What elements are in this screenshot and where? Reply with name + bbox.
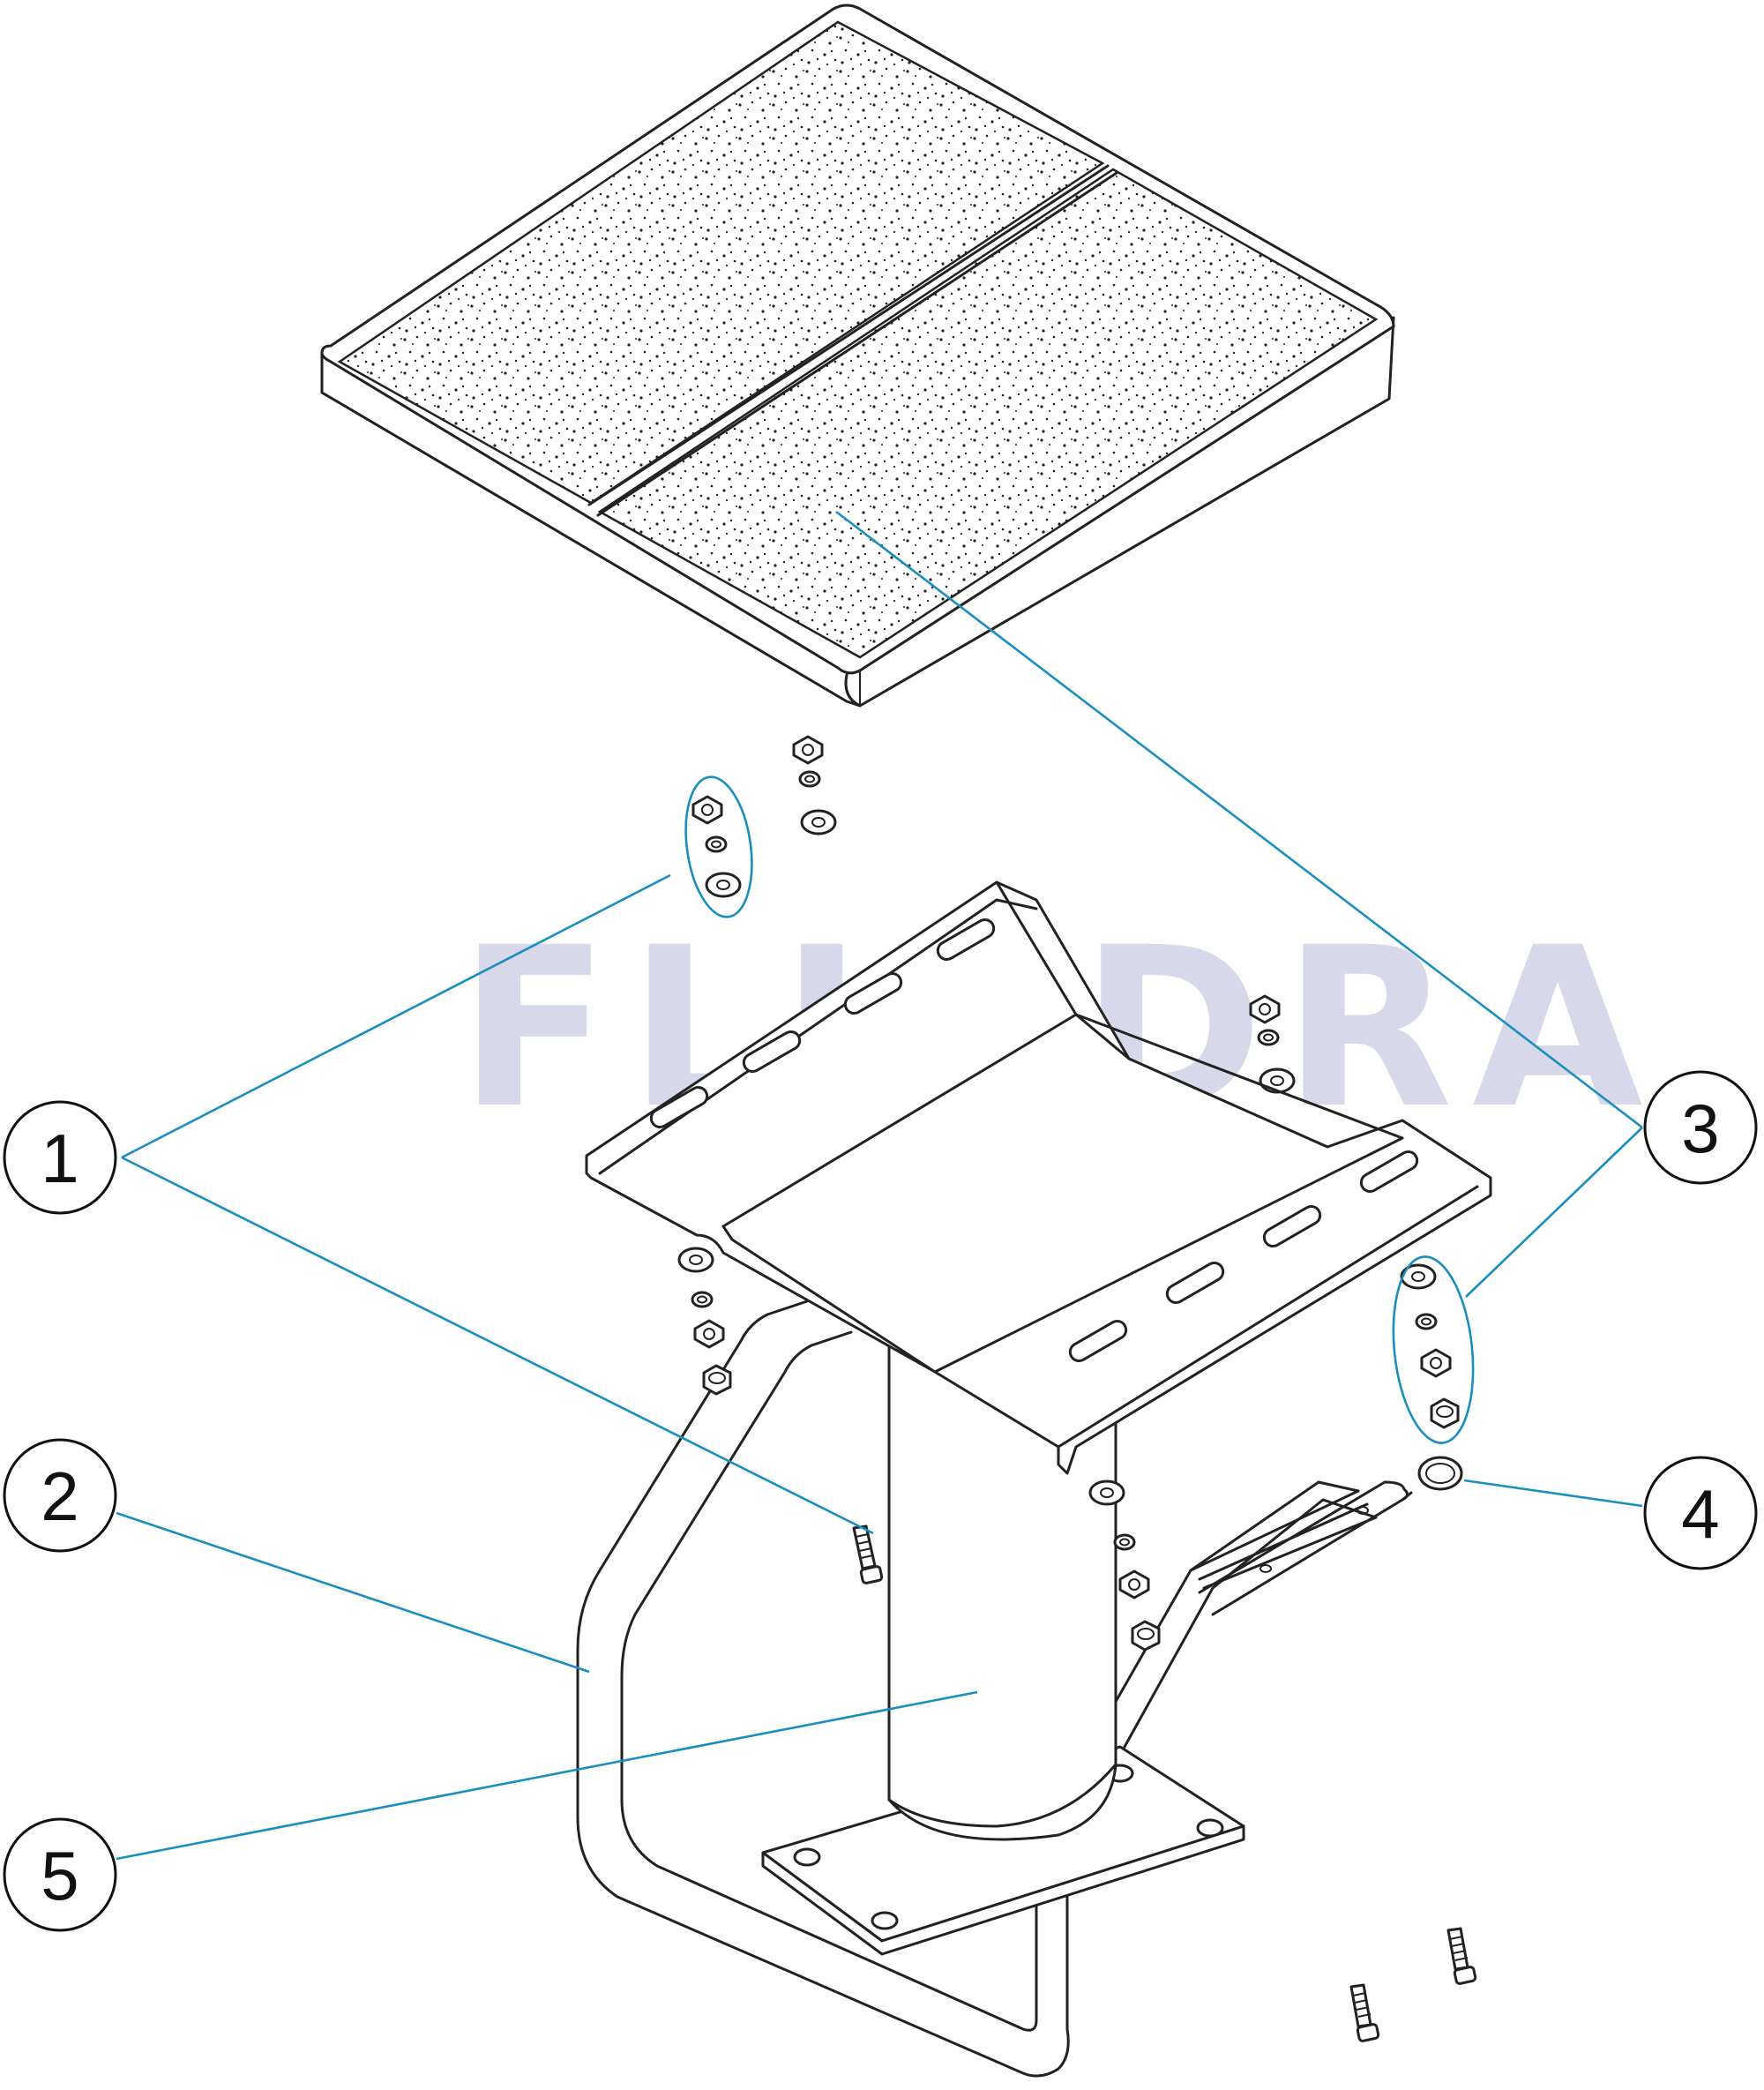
hardware-lower-right [1400,1263,1460,1429]
group-ellipse-3 [1392,1255,1475,1444]
hardware-lower-left [677,1247,732,1396]
frame-right-arm [1198,1480,1413,1616]
callout-2: 2 [3,1438,117,1553]
callout-3-label: 3 [1681,1090,1719,1167]
hardware-upper-right-a [1249,994,1296,1094]
callout-1-label: 1 [41,1120,78,1197]
callout-5-label: 5 [41,1837,78,1914]
callout-3: 3 [1643,1070,1758,1185]
end-cap [1417,1456,1463,1491]
mounting-bracket [585,880,1492,1475]
callout-4-label: 4 [1681,1475,1719,1553]
callout-5: 5 [3,1817,117,1932]
callout-1: 1 [3,1100,117,1215]
leader-lines [116,510,1643,1861]
step-tread [320,4,1395,708]
callout-2-label: 2 [41,1457,78,1535]
callout-4: 4 [1643,1456,1758,1570]
bolt-lower-right-a [1446,1927,1477,1985]
center-column [887,1344,1117,1841]
hardware-upper-center [792,735,837,835]
hardware-upper-left [691,795,742,898]
group-ellipse-1 [684,775,753,918]
bolt-center [852,1524,884,1584]
hardware-lower-center [1088,1479,1161,1652]
bolt-lower-right-b [1349,1983,1380,2042]
